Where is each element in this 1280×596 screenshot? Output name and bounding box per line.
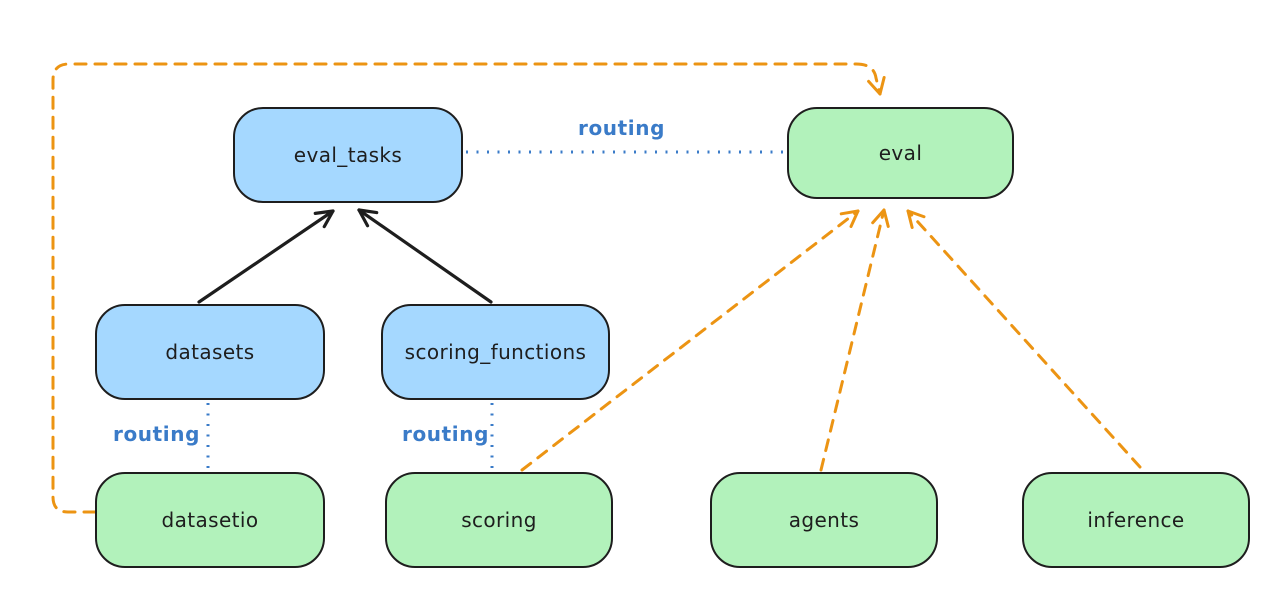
node-scoring: scoring <box>385 472 613 568</box>
arrow-inference-to-eval <box>906 209 1142 469</box>
arrow-datasetio-to-eval-loop <box>51 62 886 514</box>
node-eval-tasks-label: eval_tasks <box>293 143 403 167</box>
arrow-datasets-to-eval-tasks <box>197 209 335 304</box>
arrow-agents-to-eval <box>819 208 890 472</box>
node-datasets: datasets <box>95 304 325 400</box>
node-inference: inference <box>1022 472 1250 568</box>
node-datasetio: datasetio <box>95 472 325 568</box>
routing-label-datasets-datasetio: routing <box>113 422 201 446</box>
node-datasetio-label: datasetio <box>161 508 259 532</box>
node-scoring-functions: scoring_functions <box>381 304 610 400</box>
node-agents: agents <box>710 472 938 568</box>
node-eval-label: eval <box>878 141 923 165</box>
node-inference-label: inference <box>1087 508 1185 532</box>
arrow-scoring-to-eval <box>520 209 860 472</box>
routing-label-scoring-functions-scoring: routing <box>402 422 490 446</box>
node-scoring-functions-label: scoring_functions <box>404 340 587 364</box>
node-datasets-label: datasets <box>165 340 255 364</box>
arrow-scoring-functions-to-eval-tasks <box>357 208 493 304</box>
node-eval-tasks: eval_tasks <box>233 107 463 203</box>
node-agents-label: agents <box>788 508 860 532</box>
node-eval: eval <box>787 107 1014 199</box>
routing-label-eval-tasks-eval: routing <box>578 116 666 140</box>
node-scoring-label: scoring <box>461 508 537 532</box>
